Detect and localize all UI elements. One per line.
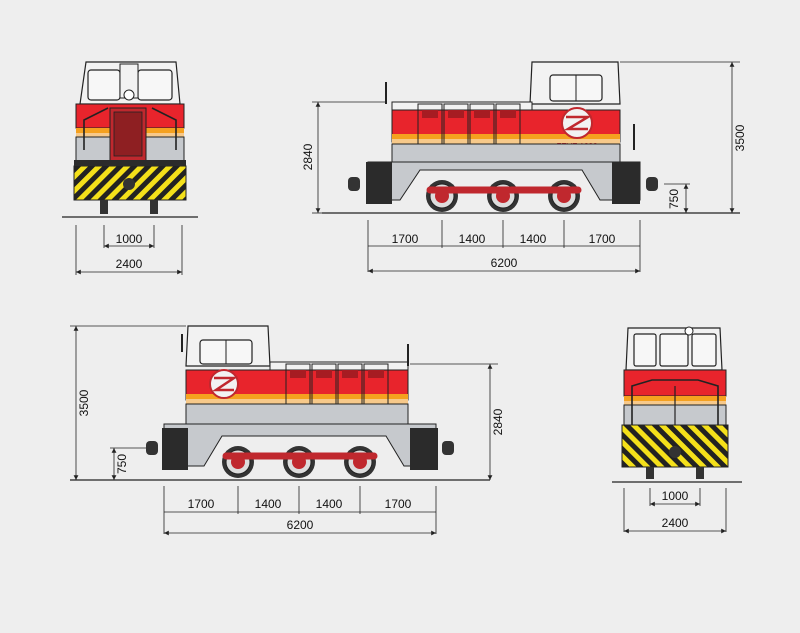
rear-inner-dim-label: 1000 bbox=[662, 489, 689, 503]
side-view-bottom: FEVE 1322 1700 1400 1400 1700 6200 3500 bbox=[70, 325, 505, 536]
side-bottom-length-label: 6200 bbox=[287, 518, 314, 532]
side-view-top: FEVE 1322 1700 1400 1400 1700 6200 bbox=[301, 61, 747, 274]
side-top-seg-3: 1400 bbox=[520, 232, 547, 246]
front-width-dim-label: 2400 bbox=[116, 257, 143, 271]
front-view-top: 1000 2400 bbox=[62, 61, 198, 275]
side-bottom-total-height: 3500 bbox=[77, 389, 91, 416]
side-bottom-frame-height: 750 bbox=[115, 454, 129, 474]
side-bottom-seg-1: 1700 bbox=[188, 497, 215, 511]
side-bottom-seg-2: 1400 bbox=[255, 497, 282, 511]
side-bottom-seg-4: 1700 bbox=[385, 497, 412, 511]
rear-width-dim-label: 2400 bbox=[662, 516, 689, 530]
side-top-frame-height: 750 bbox=[667, 189, 681, 209]
front-inner-dim-label: 1000 bbox=[116, 232, 143, 246]
side-top-total-height: 3500 bbox=[733, 124, 747, 151]
side-top-body-height: 2840 bbox=[301, 143, 315, 170]
side-top-seg-2: 1400 bbox=[459, 232, 486, 246]
side-top-seg-4: 1700 bbox=[589, 232, 616, 246]
side-top-length-label: 6200 bbox=[491, 256, 518, 270]
side-top-seg-1: 1700 bbox=[392, 232, 419, 246]
side-bottom-seg-3: 1400 bbox=[316, 497, 343, 511]
side-bottom-body-height: 2840 bbox=[491, 408, 505, 435]
rear-view-bottom: 1000 2400 bbox=[612, 326, 742, 534]
